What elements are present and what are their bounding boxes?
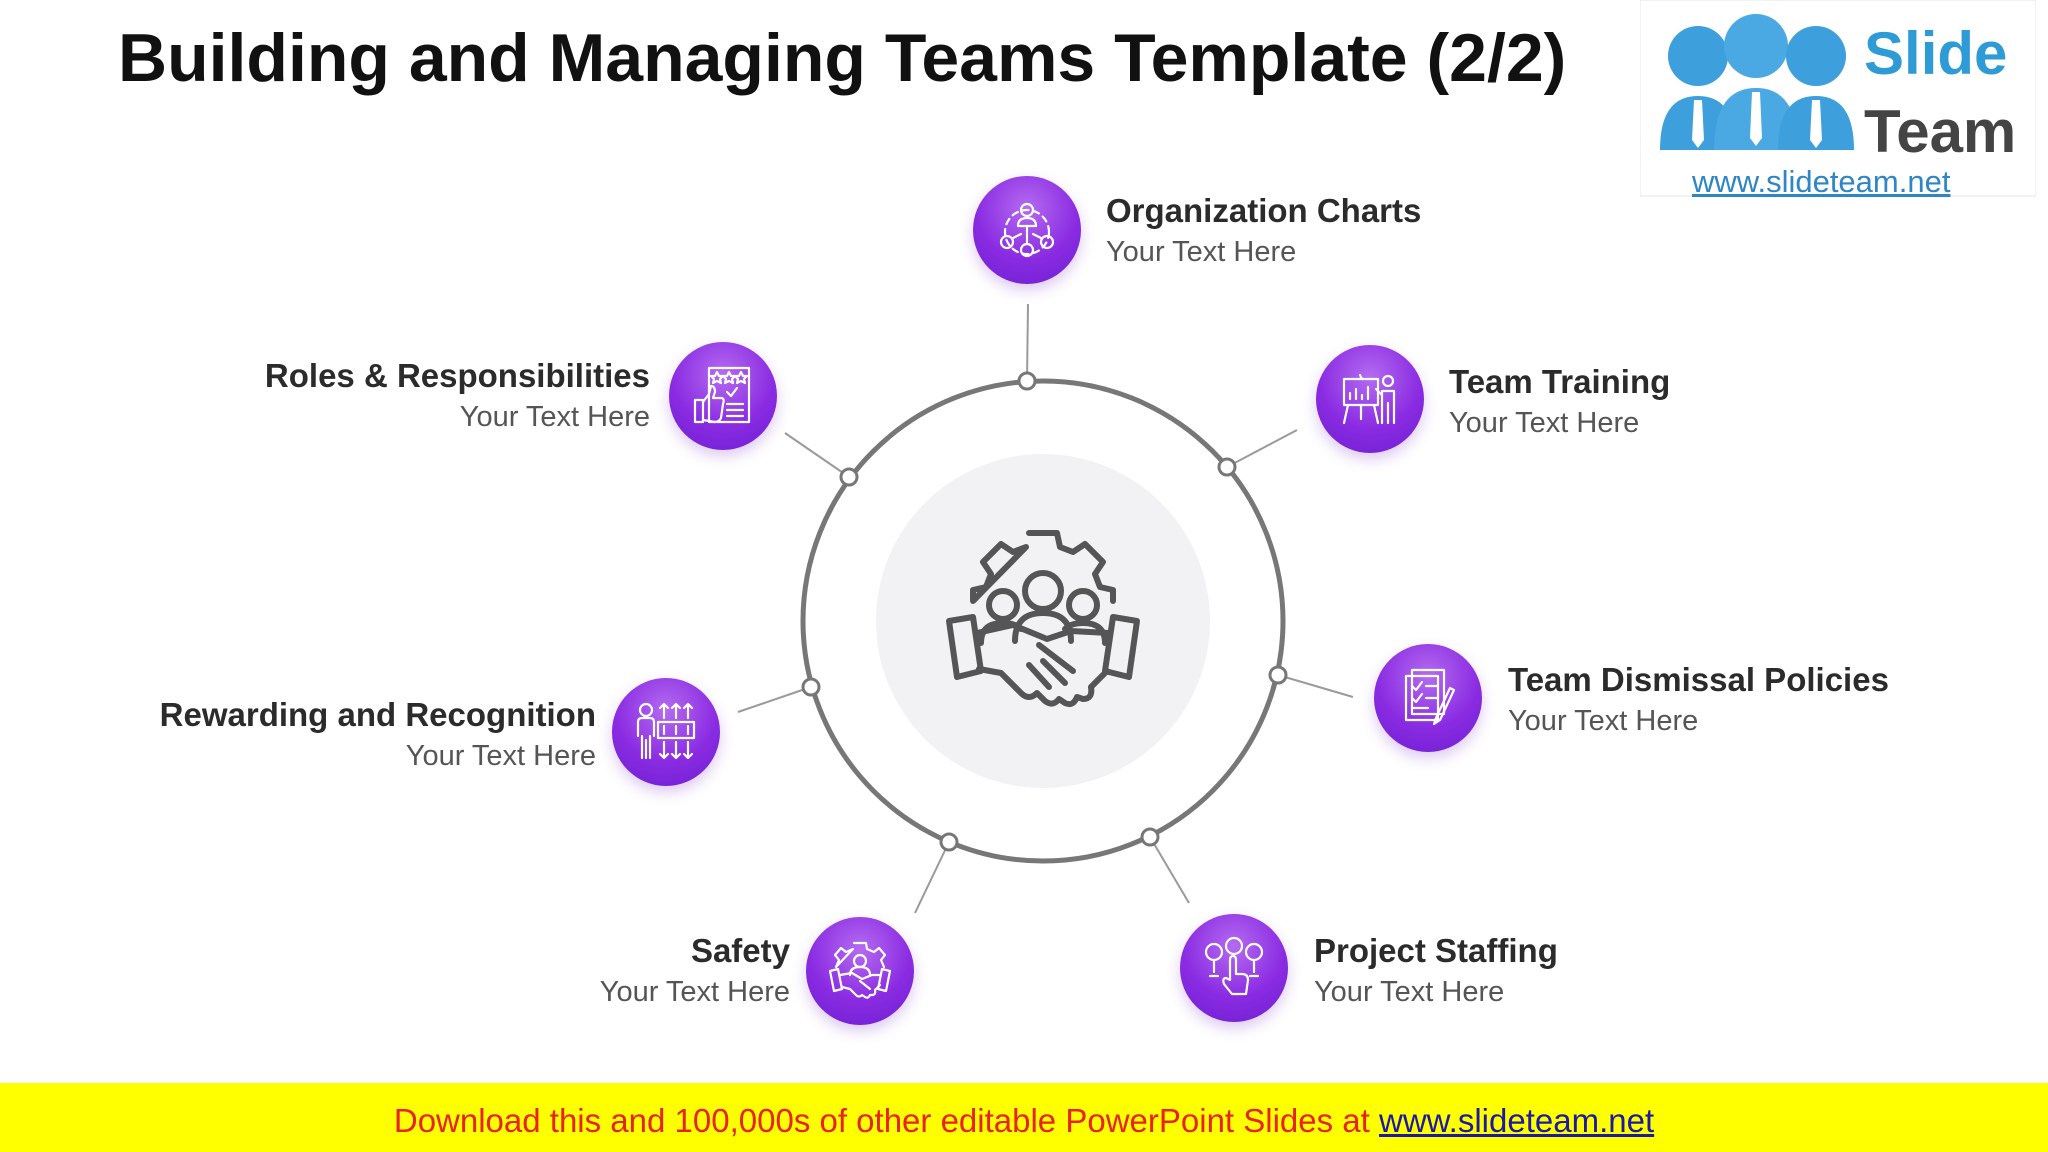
item-title: Project Staffing <box>1314 932 1558 969</box>
item-title: Team Dismissal Policies <box>1508 661 1889 698</box>
item-title: Roles & Responsibilities <box>264 357 650 394</box>
page-title: Building and Managing Teams Template (2/… <box>118 20 1567 96</box>
node-project-staffing[interactable] <box>1180 914 1288 1022</box>
ring-dot <box>1017 371 1037 391</box>
logo-url-link[interactable]: www.slideteam.net <box>1692 164 1951 199</box>
item-text: Your Text Here <box>1508 705 1699 737</box>
item-text: Your Text Here <box>599 976 790 1008</box>
item-title: Team Training <box>1449 363 1671 400</box>
label-organization-charts: Organization Charts Your Text Here <box>1106 190 1421 272</box>
connector-organization-charts <box>1026 303 1029 382</box>
label-team-dismissal-policies: Team Dismissal Policies Your Text Here <box>1508 659 1889 741</box>
node-team-training[interactable] <box>1316 345 1424 453</box>
node-organization-charts[interactable] <box>973 176 1081 284</box>
staff-selection-icon <box>1204 936 1264 996</box>
performance-arrows-icon <box>636 702 696 760</box>
connector-rewarding-and-recognition <box>737 686 812 713</box>
node-roles-and-responsibilities[interactable] <box>669 342 777 450</box>
ring-dot <box>801 677 821 697</box>
node-safety[interactable] <box>806 917 914 1025</box>
logo-word-team: Team <box>1864 98 2017 165</box>
label-safety: Safety Your Text Here <box>600 930 790 1012</box>
ring-dot <box>939 832 959 852</box>
team-people-logo-icon <box>1640 0 2036 197</box>
node-rewarding-and-recognition[interactable] <box>612 678 720 786</box>
logo-word-slide: Slide <box>1864 20 2008 87</box>
footer-text: Download this and 100,000s of other edit… <box>393 1102 1379 1139</box>
item-title: Rewarding and Recognition <box>159 696 596 733</box>
rating-clipboard-icon <box>693 366 751 424</box>
label-team-training: Team Training Your Text Here <box>1449 361 1670 443</box>
ring-dot <box>1140 827 1160 847</box>
item-text: Your Text Here <box>405 740 596 772</box>
label-roles-and-responsibilities: Roles & Responsibilities Your Text Here <box>265 355 650 437</box>
item-text: Your Text Here <box>1106 236 1297 268</box>
footer-message: Download this and 100,000s of other edit… <box>0 1083 2048 1152</box>
ring-dot <box>1217 457 1237 477</box>
organization-chart-icon <box>999 202 1055 258</box>
label-rewarding-and-recognition: Rewarding and Recognition Your Text Here <box>160 694 596 776</box>
connector-team-training <box>1226 429 1298 468</box>
handshake-gear-icon <box>828 941 892 999</box>
policy-document-icon <box>1404 668 1456 726</box>
item-text: Your Text Here <box>1449 407 1640 439</box>
item-title: Safety <box>690 932 790 969</box>
node-team-dismissal-policies[interactable] <box>1374 644 1482 752</box>
item-text: Your Text Here <box>1314 976 1505 1008</box>
connector-roles-and-responsibilities <box>784 432 850 478</box>
connector-project-staffing <box>1149 836 1190 904</box>
footer-link[interactable]: www.slideteam.net <box>1379 1102 1655 1139</box>
label-project-staffing: Project Staffing Your Text Here <box>1314 930 1558 1012</box>
connector-team-dismissal-policies <box>1277 674 1354 698</box>
download-footer-banner: Download this and 100,000s of other edit… <box>0 1083 2048 1152</box>
outer-ring <box>800 378 1286 864</box>
ring-dot <box>839 467 859 487</box>
ring-dot <box>1268 665 1288 685</box>
slideteam-logo[interactable]: Slide Team www.slideteam.net <box>1640 0 2036 200</box>
item-text: Your Text Here <box>459 401 650 433</box>
center-disc <box>876 454 1210 788</box>
item-title: Organization Charts <box>1106 192 1422 229</box>
connector-safety <box>914 841 950 914</box>
teamwork-handshake-gear-icon <box>946 530 1140 708</box>
presentation-board-icon <box>1342 373 1396 425</box>
